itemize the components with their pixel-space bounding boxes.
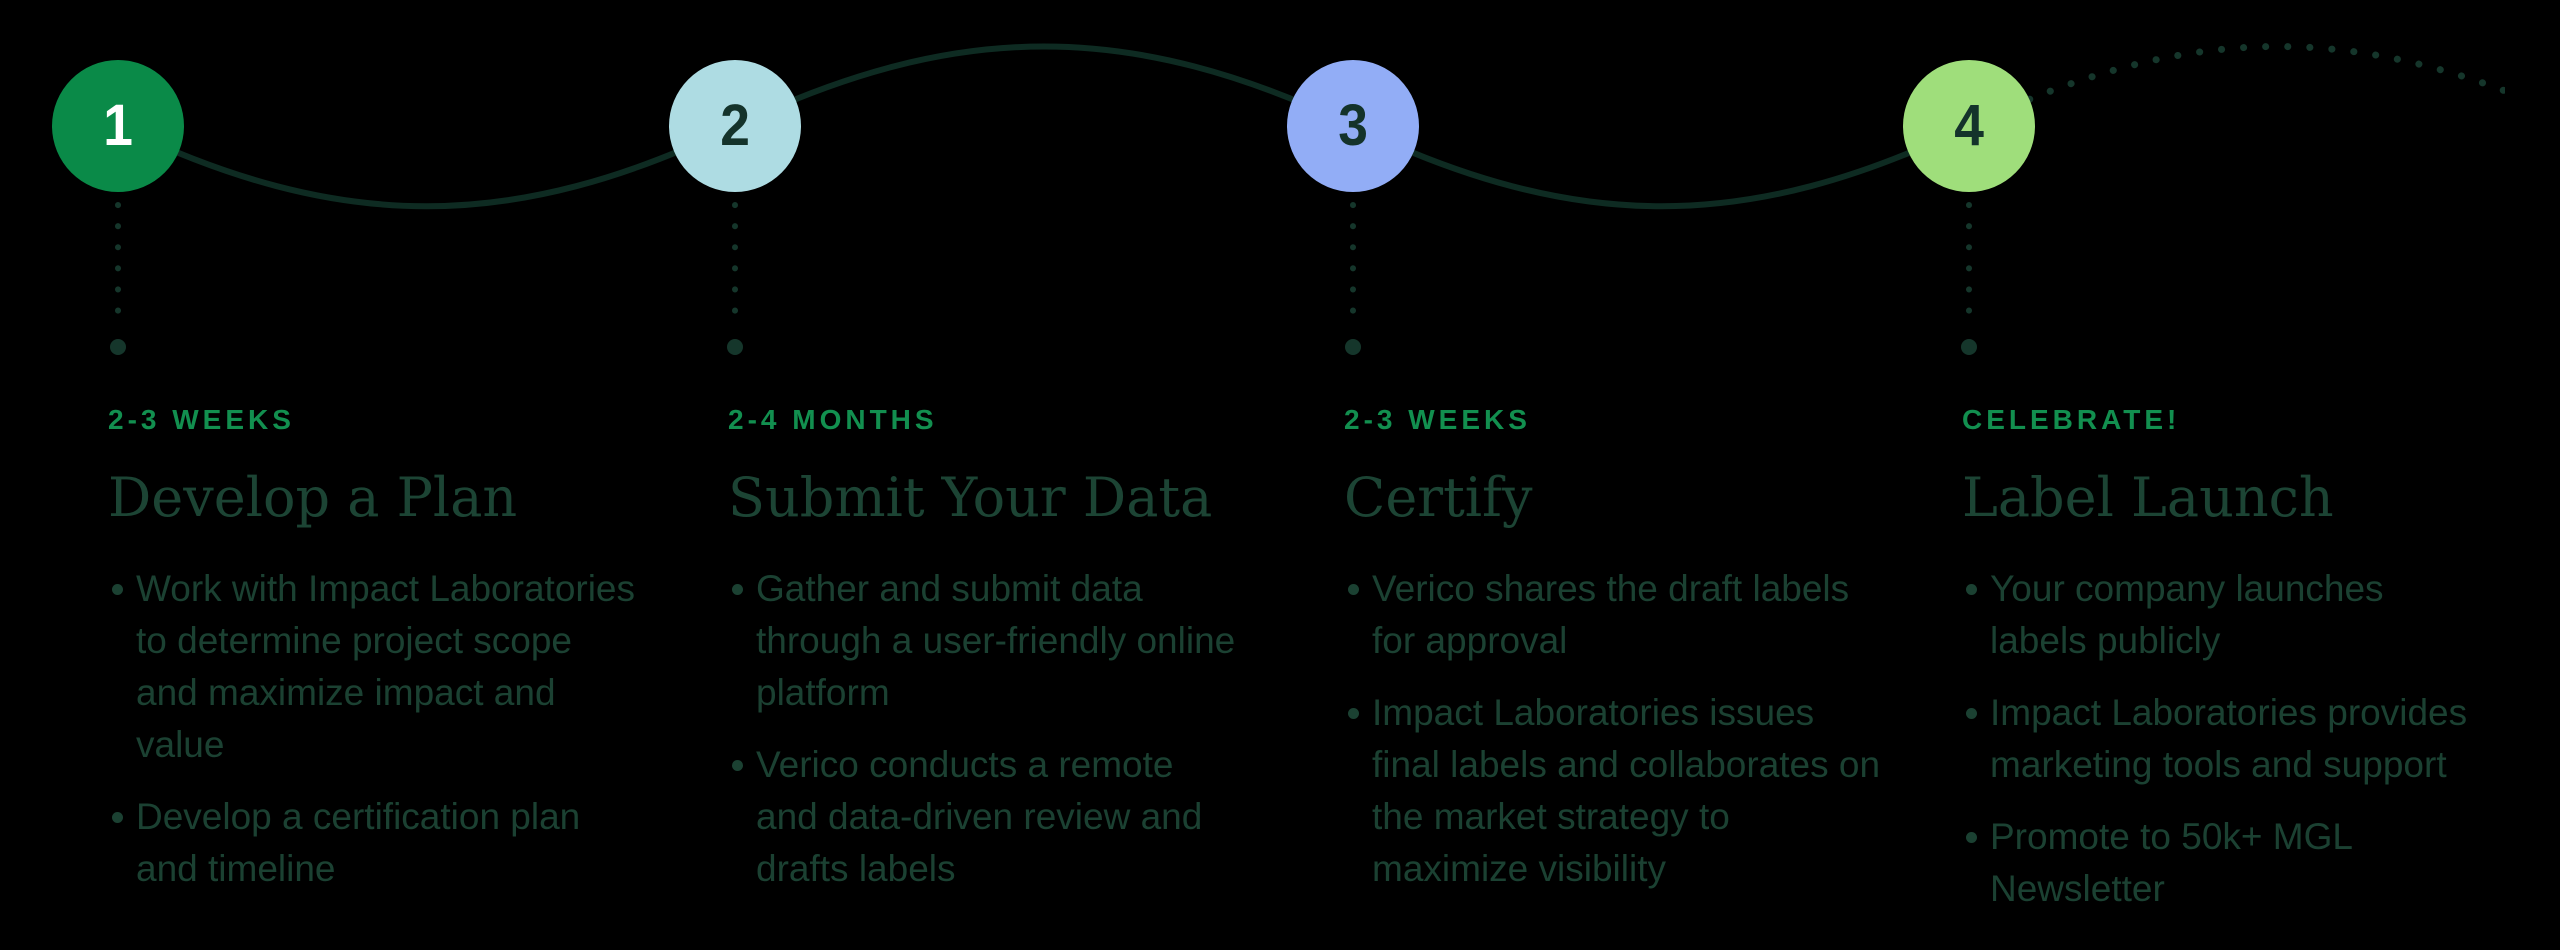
bullet-text: Impact Laboratories provides marketing t…: [1990, 692, 2468, 785]
step-column-3: 2-3 WEEKS Certify Verico shares the draf…: [1344, 403, 1944, 915]
step-duration-label: CELEBRATE!: [1962, 404, 2181, 435]
bullet-text: Work with Impact Laboratories to determi…: [136, 568, 636, 765]
bullet-item: Impact Laboratories issues final labels …: [1344, 687, 1944, 895]
bullet-text: Promote to 50k+ MGL Newsletter: [1990, 816, 2353, 909]
stem-end-dot-2: [727, 339, 743, 355]
bullet-item: Your company launches labels publicly: [1962, 563, 2560, 667]
step-bullet-list: Verico shares the draft labels for appro…: [1344, 563, 1944, 895]
step-stems: [115, 202, 1972, 334]
bullet-dot-icon: [1966, 584, 1977, 595]
step-bullet-list: Work with Impact Laboratories to determi…: [108, 563, 708, 895]
stem-end-dots: [110, 339, 1977, 355]
bullet-dot-icon: [1348, 584, 1359, 595]
stem-end-dot-3: [1345, 339, 1361, 355]
bullet-item: Gather and submit data through a user-fr…: [728, 563, 1328, 719]
step-bullet-list: Your company launches labels publicly Im…: [1962, 563, 2560, 915]
step-column-1: 2-3 WEEKS Develop a Plan Work with Impac…: [108, 403, 708, 915]
step-column-4: CELEBRATE! Label Launch Your company lau…: [1962, 403, 2560, 935]
step-number-1: 1: [103, 93, 133, 158]
step-circle-4: 4: [1903, 60, 2035, 192]
bullet-dot-icon: [1348, 708, 1359, 719]
step-title: Submit Your Data: [728, 466, 1213, 529]
step-number-3: 3: [1338, 93, 1368, 158]
step-bullet-list: Gather and submit data through a user-fr…: [728, 563, 1328, 895]
bullet-item: Impact Laboratories provides marketing t…: [1962, 687, 2560, 791]
bullet-text: Gather and submit data through a user-fr…: [756, 568, 1236, 713]
bullet-text: Impact Laboratories issues final labels …: [1372, 692, 1881, 889]
step-title: Develop a Plan: [108, 466, 518, 529]
step-circle-3: 3: [1287, 60, 1419, 192]
step-circle-2: 2: [669, 60, 801, 192]
step-duration-label: 2-3 WEEKS: [1344, 404, 1531, 435]
bullet-dot-icon: [732, 584, 743, 595]
bullet-dot-icon: [732, 760, 743, 771]
step-circle-1: 1: [52, 60, 184, 192]
bullet-item: Develop a certification plan and timelin…: [108, 791, 708, 895]
bullet-text: Verico shares the draft labels for appro…: [1372, 568, 1850, 661]
step-duration-label: 2-3 WEEKS: [108, 404, 295, 435]
bullet-text: Your company launches labels publicly: [1990, 568, 2384, 661]
bullet-item: Verico shares the draft labels for appro…: [1344, 563, 1944, 667]
bullet-dot-icon: [1966, 832, 1977, 843]
bullet-item: Promote to 50k+ MGL Newsletter: [1962, 811, 2560, 915]
bullet-item: Work with Impact Laboratories to determi…: [108, 563, 708, 771]
bullet-text: Verico conducts a remote and data-driven…: [756, 744, 1203, 889]
bullet-item: Verico conducts a remote and data-driven…: [728, 739, 1328, 895]
step-duration-label: 2-4 MONTHS: [728, 404, 938, 435]
stem-end-dot-1: [110, 339, 126, 355]
bullet-dot-icon: [112, 812, 123, 823]
step-number-4: 4: [1954, 93, 1984, 158]
bullet-dot-icon: [1966, 708, 1977, 719]
step-number-2: 2: [720, 93, 750, 158]
step-title: Certify: [1344, 466, 1533, 529]
bullet-text: Develop a certification plan and timelin…: [136, 796, 581, 889]
stem-end-dot-4: [1961, 339, 1977, 355]
bullet-dot-icon: [112, 584, 123, 595]
step-column-2: 2-4 MONTHS Submit Your Data Gather and s…: [728, 403, 1328, 915]
wave-line: [116, 43, 1971, 210]
step-title: Label Launch: [1962, 466, 2334, 529]
dotted-wave-line: [1965, 43, 2505, 130]
